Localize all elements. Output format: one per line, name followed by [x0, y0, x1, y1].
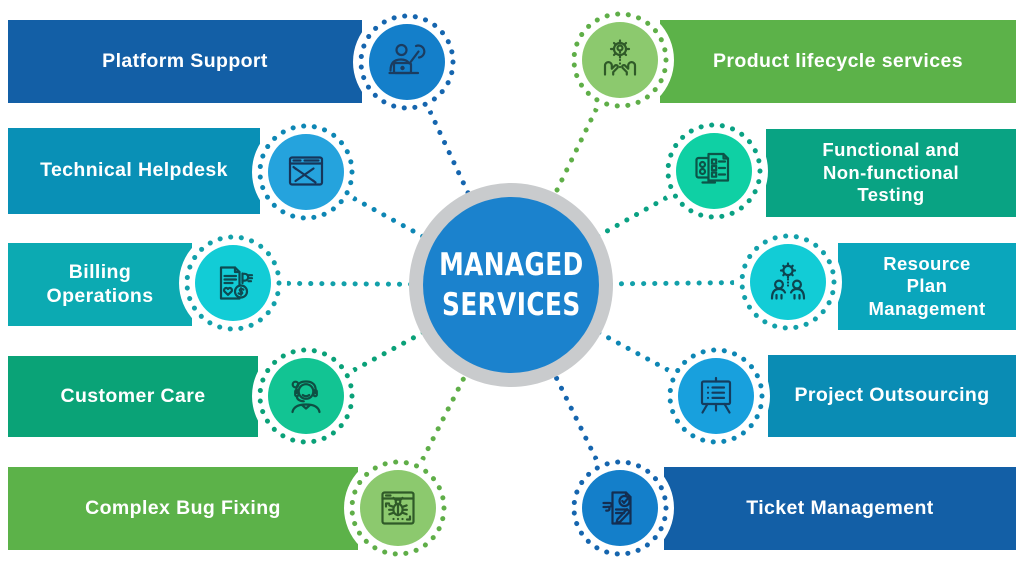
bar-customer-care: Customer Care [8, 356, 258, 437]
bar-label-product-lifecycle-services: Product lifecycle services [713, 49, 963, 72]
dotted-ring [349, 459, 447, 557]
medallion-project-outsourcing [660, 340, 772, 452]
dotted-ring [571, 11, 669, 109]
bar-label-billing-operations: Billing Operations [46, 260, 154, 307]
bar-complex-bug-fixing: Complex Bug Fixing [8, 467, 358, 550]
medallion-complex-bug-fixing [342, 452, 454, 564]
team-gear-icon [770, 262, 806, 300]
browser-repair-tools-icon [288, 156, 324, 186]
connector-platform-support [404, 59, 514, 288]
dotted-ring [257, 347, 355, 445]
center-circle-ring: MANAGED SERVICES [409, 183, 613, 387]
browser-bug-icon [381, 491, 415, 525]
bar-label-technical-helpdesk: Technical Helpdesk [40, 159, 228, 182]
medallion-product-lifecycle-services [564, 4, 676, 116]
bar-platform-support: Platform Support [8, 20, 362, 103]
medallion-ticket-management [564, 452, 676, 564]
bar-label-project-outsourcing: Project Outsourcing [794, 384, 990, 407]
monitor-checklist-icon [695, 152, 730, 184]
dotted-ring [571, 459, 669, 557]
connector-ticket-management [508, 282, 623, 511]
support-agent-headset-icon [291, 380, 321, 414]
dotted-ring [739, 233, 837, 331]
document-check-pen-icon [602, 491, 632, 525]
bar-label-resource-plan-management: Resource Plan Management [868, 252, 986, 319]
bar-ticket-management: Ticket Management [664, 467, 1016, 550]
medallion-resource-plan-management [732, 226, 844, 338]
icon-circle [582, 470, 658, 546]
medallion-technical-helpdesk [250, 116, 362, 228]
bar-technical-helpdesk: Technical Helpdesk [8, 128, 260, 214]
dotted-ring [184, 234, 282, 332]
dotted-ring [667, 347, 765, 445]
presentation-board-icon [700, 376, 732, 414]
center-title-line2: SERVICES [441, 287, 581, 323]
center-title-line1: MANAGED [438, 246, 584, 283]
bar-billing-operations: Billing Operations [8, 243, 192, 326]
bar-label-complex-bug-fixing: Complex Bug Fixing [85, 496, 281, 519]
medallion-customer-care [250, 340, 362, 452]
hands-gear-bulb-icon [603, 39, 637, 76]
medallion-billing-operations [177, 227, 289, 339]
icon-circle [268, 134, 344, 210]
center-circle: MANAGED SERVICES [423, 197, 599, 373]
medallion-functional-testing [658, 115, 770, 227]
invoice-heart-coin-icon [219, 266, 254, 300]
dotted-ring [665, 122, 763, 220]
bar-functional-testing: Functional and Non-functional Testing [766, 129, 1016, 217]
dotted-ring [257, 123, 355, 221]
icon-circle [678, 358, 754, 434]
medallion-platform-support [351, 6, 463, 118]
center-title: MANAGED SERVICES [439, 245, 584, 326]
dotted-ring [358, 13, 456, 111]
technician-wrench-laptop-icon [388, 43, 426, 75]
bar-label-platform-support: Platform Support [102, 49, 268, 72]
bar-product-lifecycle-services: Product lifecycle services [660, 20, 1016, 103]
bar-label-functional-testing: Functional and Non-functional Testing [822, 139, 960, 206]
bar-resource-plan-management: Resource Plan Management [838, 243, 1016, 330]
bar-label-customer-care: Customer Care [60, 384, 206, 407]
bar-project-outsourcing: Project Outsourcing [768, 355, 1016, 437]
bar-label-ticket-management: Ticket Management [746, 496, 934, 519]
